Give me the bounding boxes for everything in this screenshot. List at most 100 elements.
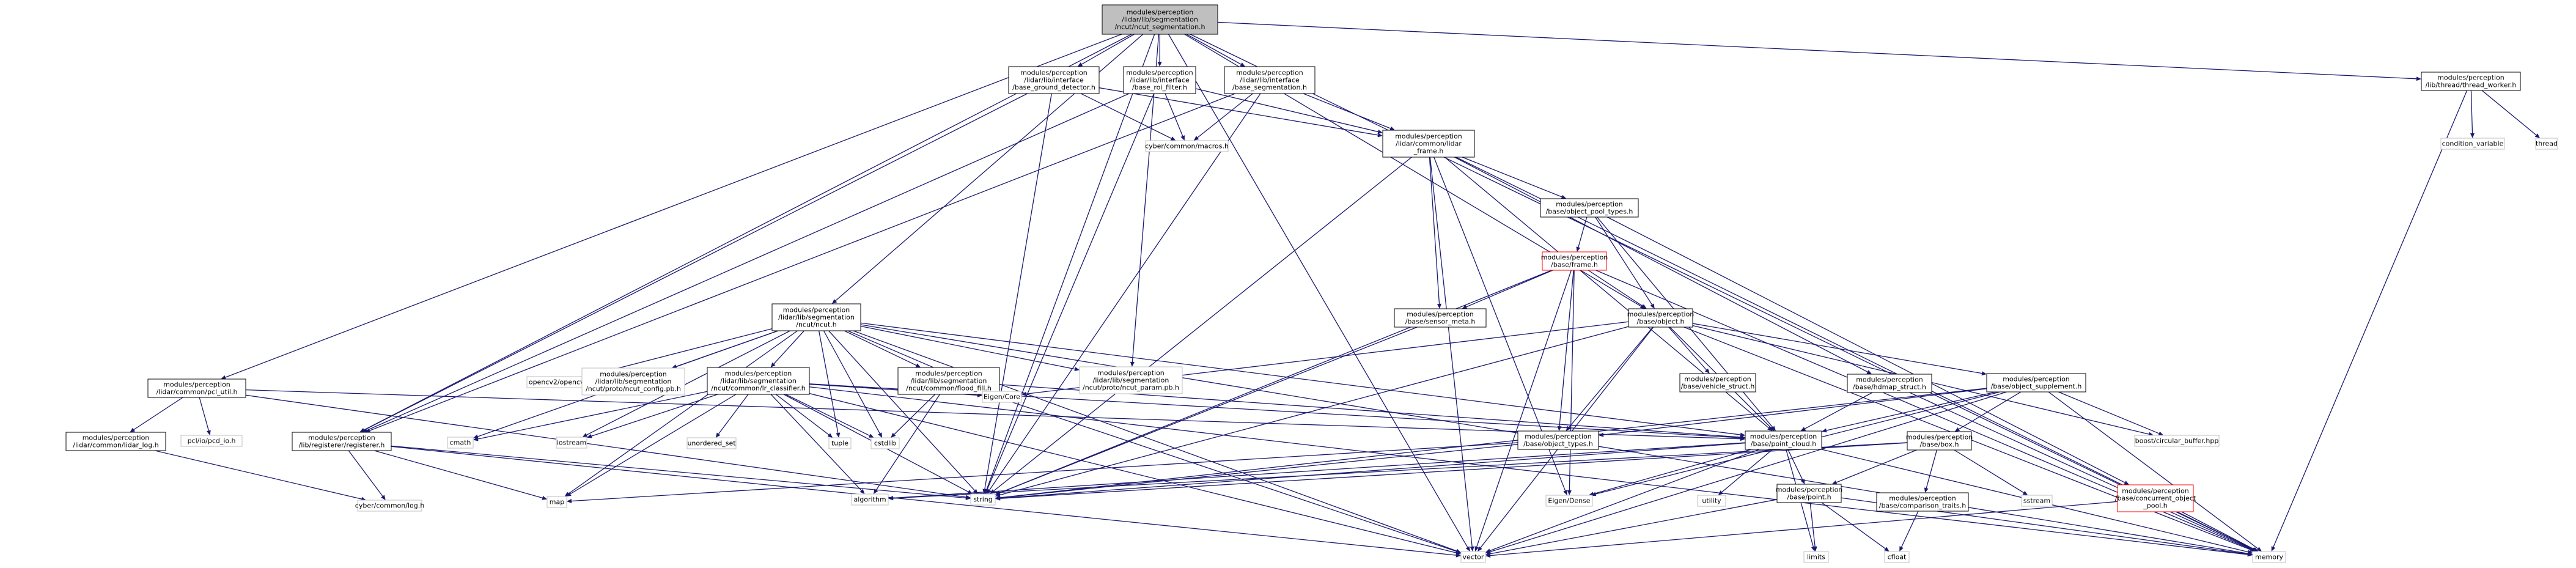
node-hdmap_struct[interactable]: modules/perception/base/hdmap_struct.h (1847, 374, 1932, 393)
edge-frame-to-object (1588, 270, 1647, 309)
node-label-line: memory (2255, 553, 2283, 561)
edge-arrowhead (1800, 479, 1805, 484)
node-flood_fill[interactable]: modules/perception/lidar/lib/segmentatio… (897, 367, 1000, 395)
edge-arrowhead (2124, 481, 2130, 485)
node-comparison_traits[interactable]: modules/perception/base/comparison_trait… (1876, 492, 1969, 512)
node-point_cloud[interactable]: modules/perception/base/point_cloud.h (1745, 430, 1822, 450)
edge-line (818, 330, 839, 433)
node-registerer[interactable]: modules/perception/lib/registerer/regist… (292, 432, 392, 451)
edge-line (1081, 34, 1135, 65)
edge-arrowhead (1389, 126, 1395, 131)
node-lidar_frame[interactable]: modules/perception/lidar/common/lidar_fr… (1382, 130, 1475, 158)
node-label-line: /lidar/lib/segmentation (778, 314, 855, 322)
edge-line (1821, 502, 1886, 549)
edge-arrowhead (868, 433, 874, 438)
node-sensor_meta[interactable]: modules/perception/base/sensor_meta.h (1394, 308, 1487, 328)
edge-line (2470, 90, 2473, 134)
edge-line (785, 394, 870, 437)
node-label-line: modules/perception (783, 306, 850, 314)
node-label-line: thread (2536, 140, 2558, 148)
node-limits: limits (1803, 551, 1829, 563)
node-thread_worker[interactable]: modules/perception/lib/thread/thread_wor… (2421, 72, 2521, 91)
node-eigen_core: Eigen/Core (982, 391, 1022, 403)
edge-object_supplement-to-vector (1485, 391, 2007, 554)
node-box (851, 493, 889, 506)
edge-line (770, 394, 862, 491)
edge-arrowhead (1740, 435, 1745, 440)
edge-line (809, 386, 2248, 555)
node-label-line: /base/frame.h (1551, 261, 1598, 269)
node-pcl_util[interactable]: modules/perception/lidar/common/pcl_util… (147, 378, 246, 398)
node-vehicle_struct[interactable]: modules/perception/base/vehicle_struct.h (1679, 373, 1756, 393)
node-label-line: _pool.h (2143, 502, 2167, 510)
edge-arrowhead (1377, 133, 1383, 138)
node-ncut_param: modules/perception/lidar/lib/segmentatio… (1079, 366, 1183, 394)
edge-line (999, 270, 1552, 493)
edge-arrowhead (873, 489, 878, 494)
node-box (970, 493, 996, 506)
node-label-line: /lidar/lib/segmentation (595, 378, 672, 386)
edge-roi_filter-to-string (985, 93, 1155, 494)
node-condition_variable: condition_variable (2440, 138, 2505, 150)
node-box (1382, 130, 1475, 158)
edge-arrowhead (965, 495, 971, 500)
edge-point_cloud-to-point (1787, 449, 1805, 484)
edge-point-to-cfloat (1821, 502, 1890, 551)
node-box (581, 367, 685, 396)
node-label-line: /ncut/proto/ncut_config.pb.h (586, 385, 681, 393)
node-utility: utility (1697, 495, 1726, 507)
edge-lr_classifier-to-memory (809, 386, 2253, 557)
node-lr_classifier[interactable]: modules/perception/lidar/lib/segmentatio… (707, 367, 810, 395)
edge-line (1901, 511, 1919, 548)
node-point[interactable]: modules/perception/base/point.h (1776, 484, 1843, 503)
node-box (982, 391, 1022, 403)
edge-arrowhead (2271, 546, 2276, 551)
node-object[interactable]: modules/perception/base/object.h (1627, 308, 1695, 328)
edge-root-to-thread_worker (1217, 21, 2421, 81)
node-cmath: cmath (447, 437, 474, 449)
edge-ncut-to-iostream (582, 330, 790, 437)
edge-ncut-to-tuple (818, 330, 841, 438)
edge-arrowhead (1021, 391, 1027, 396)
node-label-line: opencv2/opencv.hpp (529, 378, 598, 386)
node-box (180, 435, 243, 447)
node-object_types[interactable]: modules/perception/base/object_types.h (1517, 430, 1599, 450)
node-object_pool_types[interactable]: modules/perception/base/object_pool_type… (1540, 198, 1639, 218)
edge-line (1668, 326, 1707, 371)
edge-arrowhead (565, 492, 572, 496)
node-roi_filter[interactable]: modules/perception/lidar/lib/interface/b… (1123, 66, 1196, 94)
node-object_supplement[interactable]: modules/perception/base/object_supplemen… (1986, 373, 2086, 393)
node-string: string (970, 493, 996, 506)
node-label-line: /base_roi_filter.h (1132, 84, 1187, 92)
edge-root-to-ground_detector (1077, 34, 1135, 67)
edge-line (1197, 93, 1253, 138)
edge-arrowhead (715, 432, 721, 438)
edge-line (1490, 449, 1759, 551)
node-box[interactable]: modules/perception/base/box.h (1906, 431, 1973, 451)
node-label-line: cyber/common/log.h (355, 502, 424, 510)
node-frame[interactable]: modules/perception/base/frame.h (1541, 251, 1608, 271)
edge-line (892, 442, 1746, 499)
edge-frame-to-sensor_meta (1462, 270, 1553, 309)
edge-ncut-to-string (828, 330, 978, 494)
node-box (2134, 435, 2220, 447)
edge-line (571, 442, 1518, 502)
node-label-line: /ncut/common/lr_classifier.h (711, 385, 805, 393)
edge-line (828, 330, 975, 491)
node-root[interactable]: modules/perception/lidar/lib/segmentatio… (1102, 4, 1218, 35)
edge-line (853, 330, 1457, 551)
edge-flood_fill-to-cstdlib (891, 394, 936, 438)
node-box (1540, 198, 1639, 218)
node-ground_detector[interactable]: modules/perception/lidar/lib/interface/b… (1008, 66, 1100, 94)
node-base_segmentation[interactable]: modules/perception/lidar/lib/interface/b… (1224, 66, 1316, 94)
node-ncut[interactable]: modules/perception/lidar/lib/segmentatio… (771, 303, 861, 331)
node-label-line: /lidar/lib/interface (1024, 76, 1084, 84)
edge-line (999, 326, 1629, 496)
node-concurrent_pool[interactable]: modules/perception/base/concurrent_objec… (2115, 484, 2196, 512)
edge-lidar_frame-to-vector (1429, 157, 1474, 551)
node-lidar_log[interactable]: modules/perception/lidar/common/lidar_lo… (65, 432, 166, 451)
edge-line (570, 394, 737, 495)
edge-line (1836, 449, 1917, 483)
edge-line (1190, 34, 2254, 550)
node-label-line: /base_ground_detector.h (1012, 84, 1095, 92)
